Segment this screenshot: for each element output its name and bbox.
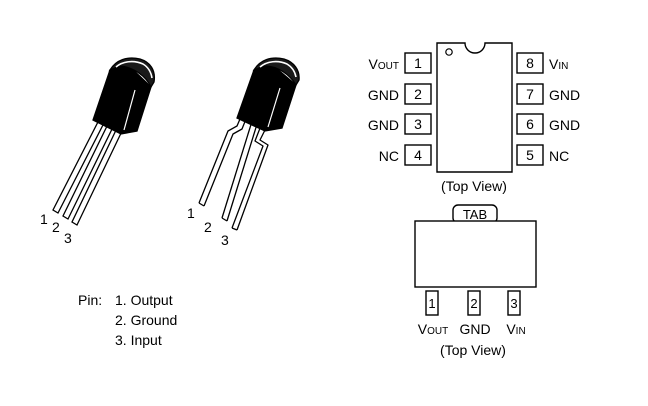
pin-legend-item-1: 1. Output xyxy=(115,292,173,308)
to92-straight-pin-3: 3 xyxy=(64,230,72,246)
sot223-pin-box-2 xyxy=(467,290,481,316)
dip8-pin-number-6: 6 xyxy=(526,116,534,132)
to92-formed-pin-2: 2 xyxy=(204,219,212,235)
dip8-pin-number-7: 7 xyxy=(526,86,534,102)
to92-straight-leads xyxy=(52,117,124,226)
sot223-pin-label-3: VIN xyxy=(506,321,525,337)
body-top-highlight xyxy=(115,60,153,79)
sot223-pin-label-1: VOUT xyxy=(418,321,448,337)
dip8-pin-label-6: GND xyxy=(549,117,580,133)
dip8-pin-box-5 xyxy=(516,144,544,166)
pin-legend-prefix: Pin: xyxy=(78,292,102,308)
formed-lead-2-outer xyxy=(221,117,254,219)
dip8-pin-box-3 xyxy=(404,113,432,135)
dip8-package: 1 2 3 4 8 7 6 5 VOUT GND GND NC VIN GND … xyxy=(368,42,580,194)
dip8-pin-box-4 xyxy=(404,144,432,166)
dip8-pin-label-7: GND xyxy=(549,87,580,103)
formed-lead-1-inner xyxy=(203,113,249,207)
lead-1-cap xyxy=(198,202,205,207)
formed-lead-3-inner xyxy=(236,125,269,231)
lead-1 xyxy=(52,117,106,214)
dip8-pin-label-4: NC xyxy=(379,148,399,164)
dip8-pin-number-4: 4 xyxy=(414,147,422,163)
to92-formed-leads xyxy=(198,111,269,231)
dip8-pin-number-8: 8 xyxy=(526,55,534,71)
lead-3-cap xyxy=(231,227,238,231)
to92-formed-package: 1 2 3 xyxy=(187,57,300,248)
sot223-pins xyxy=(425,290,521,316)
dip8-pin-number-1: 1 xyxy=(414,55,422,71)
to92-formed-pin-3: 3 xyxy=(221,232,229,248)
dip8-pin-label-1: VOUT xyxy=(369,56,399,72)
to92-straight-pin-2: 2 xyxy=(52,219,60,235)
pin-legend: Pin: 1. Output 2. Ground 3. Input xyxy=(78,292,177,348)
dip8-pin-number-2: 2 xyxy=(414,86,422,102)
sot223-pin-number-3: 3 xyxy=(510,296,517,311)
body-top xyxy=(108,57,156,89)
sot223-view-label: (Top View) xyxy=(440,342,506,358)
dip8-pin-number-5: 5 xyxy=(526,147,534,163)
dip8-pin-box-6 xyxy=(516,113,544,135)
dip8-body xyxy=(436,42,513,173)
dip8-pin-label-5: NC xyxy=(549,148,569,164)
sot223-body xyxy=(414,220,537,288)
sot223-package: TAB 1 2 3 VOUT GND VIN (Top View) xyxy=(414,204,537,358)
to92-straight-pin-1: 1 xyxy=(40,211,48,227)
sot223-pin-label-2: GND xyxy=(459,321,490,337)
dip8-pin-label-2: GND xyxy=(368,87,399,103)
pin1-marker-icon xyxy=(445,48,453,56)
dip8-pin-box-2 xyxy=(404,83,432,105)
body-edge-highlight xyxy=(123,89,136,131)
lead-3 xyxy=(71,125,124,226)
sot223-pin-box-3 xyxy=(507,290,521,316)
formed-body-top-highlight xyxy=(259,60,297,78)
dip8-left-pins xyxy=(404,52,432,166)
dip8-pin-box-7 xyxy=(516,83,544,105)
sot223-tab-label: TAB xyxy=(463,207,487,222)
sot223-pin-box-1 xyxy=(425,290,439,316)
lead-2 xyxy=(62,121,115,220)
dip8-right-pins xyxy=(516,52,544,166)
sot223-pin-number-1: 1 xyxy=(428,296,435,311)
dip8-pin-label-3: GND xyxy=(368,117,399,133)
to92-formed-body xyxy=(236,57,300,132)
dip8-pin-box-1 xyxy=(404,52,432,74)
lead-2-cap xyxy=(221,217,228,222)
to92-formed-pin-1: 1 xyxy=(187,205,195,221)
to92-straight-package: 1 2 3 xyxy=(40,57,156,246)
sot223-pin-number-2: 2 xyxy=(470,296,477,311)
formed-lead-3-outer xyxy=(231,122,264,229)
dip8-pin-label-8: VIN xyxy=(549,56,568,72)
to92-straight-body xyxy=(92,57,156,135)
dip8-pin-number-3: 3 xyxy=(414,116,422,132)
dip8-view-label: (Top View) xyxy=(441,178,507,194)
dip8-pin-box-8 xyxy=(516,52,544,74)
formed-body-edge-highlight xyxy=(267,87,281,128)
pin-legend-item-3: 3. Input xyxy=(115,332,162,348)
formed-lead-2-inner xyxy=(226,120,259,222)
pin-legend-item-2: 2. Ground xyxy=(115,312,177,328)
